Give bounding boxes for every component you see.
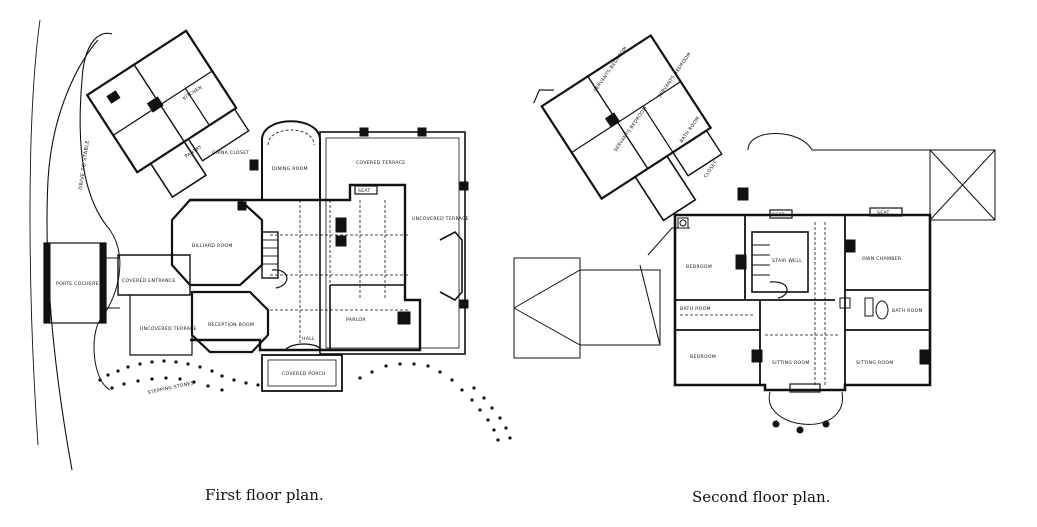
terrace-column <box>417 127 427 137</box>
label-stair-well: STAIR WELL <box>772 258 802 264</box>
drive-curve-inner <box>79 32 113 231</box>
label-bedroom-1: BEDROOM <box>686 264 712 270</box>
label-seat-left: SEAT <box>772 212 785 218</box>
second-floor-caption: Second floor plan. <box>692 488 831 506</box>
label-drive: DRIVE TO STABLE <box>78 140 91 191</box>
dining-room-bay <box>261 120 321 141</box>
service-wall <box>112 70 213 136</box>
first-floor-caption: First floor plan. <box>205 486 324 504</box>
servants-passage <box>634 154 697 222</box>
porte-cochere-post <box>99 242 107 324</box>
second-floor-plan: SERVANTS BEDROOM SERVANTS BEDROOM SERVAN… <box>513 34 996 434</box>
second-main-block-wall <box>673 213 932 392</box>
label-reception: RECEPTION ROOM <box>208 322 254 328</box>
pantry-passage <box>149 140 208 199</box>
label-own-chamber: OWN CHAMBER <box>862 256 902 262</box>
second-dashed-lines <box>680 222 840 385</box>
service-wing-outer <box>85 29 238 174</box>
seat-niche <box>354 185 378 195</box>
label-bath-room-2: BATH ROOM <box>892 308 923 314</box>
terrace-column <box>459 299 469 309</box>
label-covered-entrance: COVERED ENTRANCE <box>122 278 176 284</box>
servants-wing <box>533 34 723 222</box>
label-china-closet: CHINA CLOSET <box>212 150 250 156</box>
label-bath-room-1: BATH ROOM <box>680 306 711 312</box>
seat-right <box>869 207 903 217</box>
bay-post <box>796 426 804 434</box>
hall-beams <box>270 200 410 345</box>
label-uncovered-terrace-left: UNCOVERED TERRACE <box>140 326 197 332</box>
terrace-roof <box>747 133 996 221</box>
covered-terrace-outline <box>319 131 466 355</box>
first-floor-plan: DRIVE TO STABLE PORTE COCHERE COVERED EN… <box>29 19 512 471</box>
main-stair <box>261 231 288 289</box>
fireplace <box>751 349 763 363</box>
bath-fixtures <box>677 217 889 320</box>
dining-room-bay-dash <box>267 129 315 146</box>
fireplace <box>335 217 347 233</box>
label-stepping-stones: STEPPING STONES <box>147 380 194 396</box>
label-billiard: BILLIARD ROOM <box>192 243 233 249</box>
roof-peak <box>533 89 554 104</box>
label-covered-porch: COVERED PORCH <box>282 371 326 377</box>
drive-curve-outer <box>46 39 99 471</box>
stepping-stones <box>98 359 512 442</box>
bay-window <box>789 383 821 393</box>
label-closet: CLOSET <box>703 160 719 180</box>
china-closet-box <box>187 108 250 162</box>
service-wing <box>85 29 250 199</box>
uncovered-terrace-left <box>129 295 193 356</box>
chimney-block <box>146 96 164 113</box>
label-parlor: PARLOR <box>346 317 366 323</box>
drive-edge-left <box>29 19 41 446</box>
uncovered-terrace-right-bay <box>439 230 463 302</box>
terrace-column <box>459 181 469 191</box>
label-dining-room: DINING ROOM <box>272 166 308 172</box>
label-seat-right: SEAT <box>877 210 890 216</box>
label-seat: SEAT <box>358 188 371 194</box>
billiard-room-wall <box>170 198 264 287</box>
reception-room-wall <box>190 290 270 354</box>
porte-cochere-roof <box>513 227 690 359</box>
fireplace <box>397 311 411 325</box>
label-uncovered-terrace-right: UNCOVERED TERRACE <box>412 216 469 222</box>
covered-terrace-inner <box>325 137 460 349</box>
covered-entrance-wall <box>117 254 191 296</box>
label-bedroom-2: BEDROOM <box>690 354 716 360</box>
covered-porch-inner <box>267 359 337 387</box>
fireplace <box>919 349 931 365</box>
drive-turn <box>93 229 121 391</box>
fireplace <box>735 254 747 270</box>
label-servants-bedroom-3: SERVANTS BEDROOM <box>613 105 649 153</box>
terrace-column <box>359 127 369 137</box>
small-stair <box>839 297 851 309</box>
fireplace <box>249 159 259 171</box>
fireplace <box>737 187 749 201</box>
fireplace <box>335 235 347 247</box>
label-sitting-room-1: SITTING ROOM <box>772 360 810 366</box>
label-bath-room-small: BATH ROOM <box>679 116 702 145</box>
porch-steps <box>284 343 323 351</box>
bay-post <box>822 420 830 428</box>
label-porte: PORTE COCHERE <box>56 281 99 287</box>
service-wall <box>184 88 210 126</box>
fireplace <box>237 201 247 211</box>
front-bay <box>768 391 843 425</box>
stair-well <box>751 231 809 299</box>
fireplace <box>844 239 856 253</box>
bay-post <box>772 420 780 428</box>
label-covered-terrace: COVERED TERRACE <box>356 160 405 166</box>
chimney-block <box>106 90 121 104</box>
label-hall: HALL <box>302 336 315 342</box>
covered-porch-outline <box>261 354 343 392</box>
label-sitting-room-2: SITTING ROOM <box>856 360 894 366</box>
seat-left <box>769 209 793 219</box>
porte-cochere-post <box>43 242 51 324</box>
